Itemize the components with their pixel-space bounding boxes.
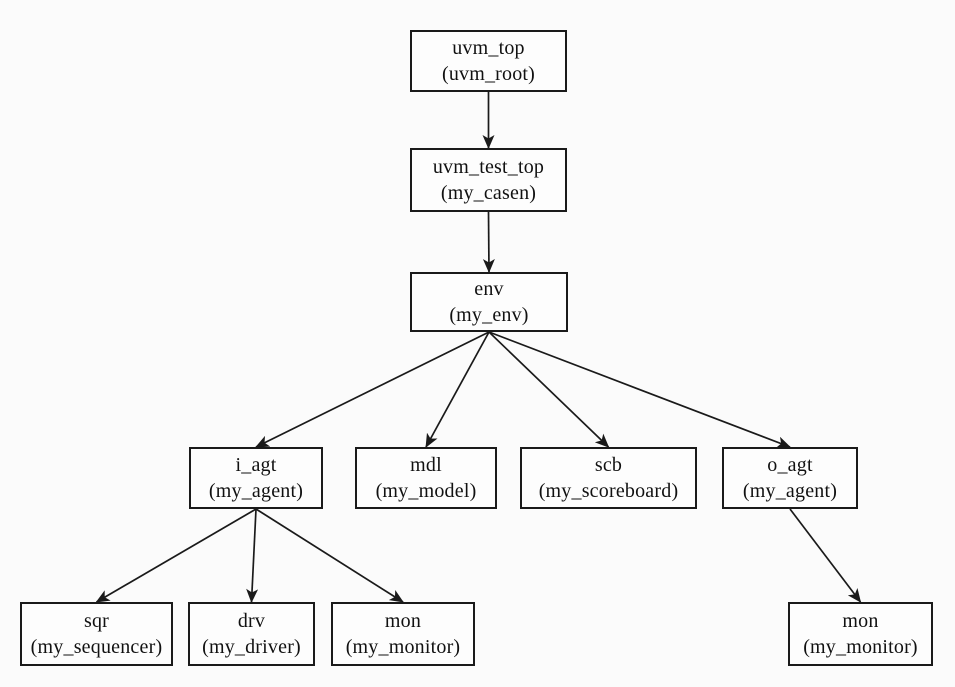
- node-class-name: (my_monitor): [345, 636, 461, 658]
- edge-i_agt-to-sqr: [95, 508, 257, 603]
- node-instance-name: mdl: [410, 454, 442, 476]
- node-class-name: (my_casen): [440, 182, 537, 204]
- tree-node-o_agt: o_agt (my_agent): [722, 447, 858, 509]
- tree-node-mon_i: mon (my_monitor): [331, 602, 475, 666]
- node-instance-name: uvm_test_top: [432, 156, 545, 178]
- node-class-name: (uvm_root): [441, 63, 536, 85]
- edge-o_agt-to-mon_o: [789, 508, 862, 603]
- edge-env-to-mdl: [425, 331, 490, 448]
- edge-env-to-o_agt: [488, 331, 791, 448]
- node-instance-name: env: [474, 278, 504, 300]
- edge-i_agt-to-mon_i: [255, 508, 404, 603]
- tree-node-uvm_top: uvm_top (uvm_root): [410, 30, 567, 92]
- tree-node-i_agt: i_agt (my_agent): [189, 447, 323, 509]
- node-instance-name: scb: [594, 454, 623, 476]
- node-instance-name: mon: [842, 610, 879, 632]
- node-instance-name: o_agt: [767, 454, 813, 476]
- tree-node-uvm_test_top: uvm_test_top (my_casen): [410, 148, 567, 212]
- tree-node-scb: scb (my_scoreboard): [520, 447, 697, 509]
- edge-env-to-scb: [488, 331, 610, 448]
- node-class-name: (my_model): [375, 480, 477, 502]
- node-instance-name: i_agt: [235, 454, 277, 476]
- node-class-name: (my_agent): [742, 480, 838, 502]
- tree-node-mon_o: mon (my_monitor): [788, 602, 933, 666]
- node-class-name: (my_env): [449, 304, 529, 326]
- node-class-name: (my_sequencer): [30, 636, 163, 658]
- tree-node-sqr: sqr (my_sequencer): [20, 602, 173, 666]
- tree-node-drv: drv (my_driver): [188, 602, 315, 666]
- node-instance-name: sqr: [83, 610, 110, 632]
- edge-env-to-i_agt: [255, 331, 490, 448]
- node-class-name: (my_agent): [208, 480, 304, 502]
- node-instance-name: drv: [237, 610, 266, 632]
- node-class-name: (my_driver): [202, 636, 301, 658]
- edge-i_agt-to-drv: [246, 508, 259, 603]
- node-class-name: (my_monitor): [803, 636, 918, 658]
- node-instance-name: uvm_top: [452, 37, 525, 59]
- node-instance-name: mon: [384, 610, 422, 632]
- node-class-name: (my_scoreboard): [538, 480, 679, 502]
- tree-node-mdl: mdl (my_model): [355, 447, 497, 509]
- edge-uvm_test_top-to-env: [482, 211, 495, 273]
- tree-node-env: env (my_env): [410, 272, 568, 332]
